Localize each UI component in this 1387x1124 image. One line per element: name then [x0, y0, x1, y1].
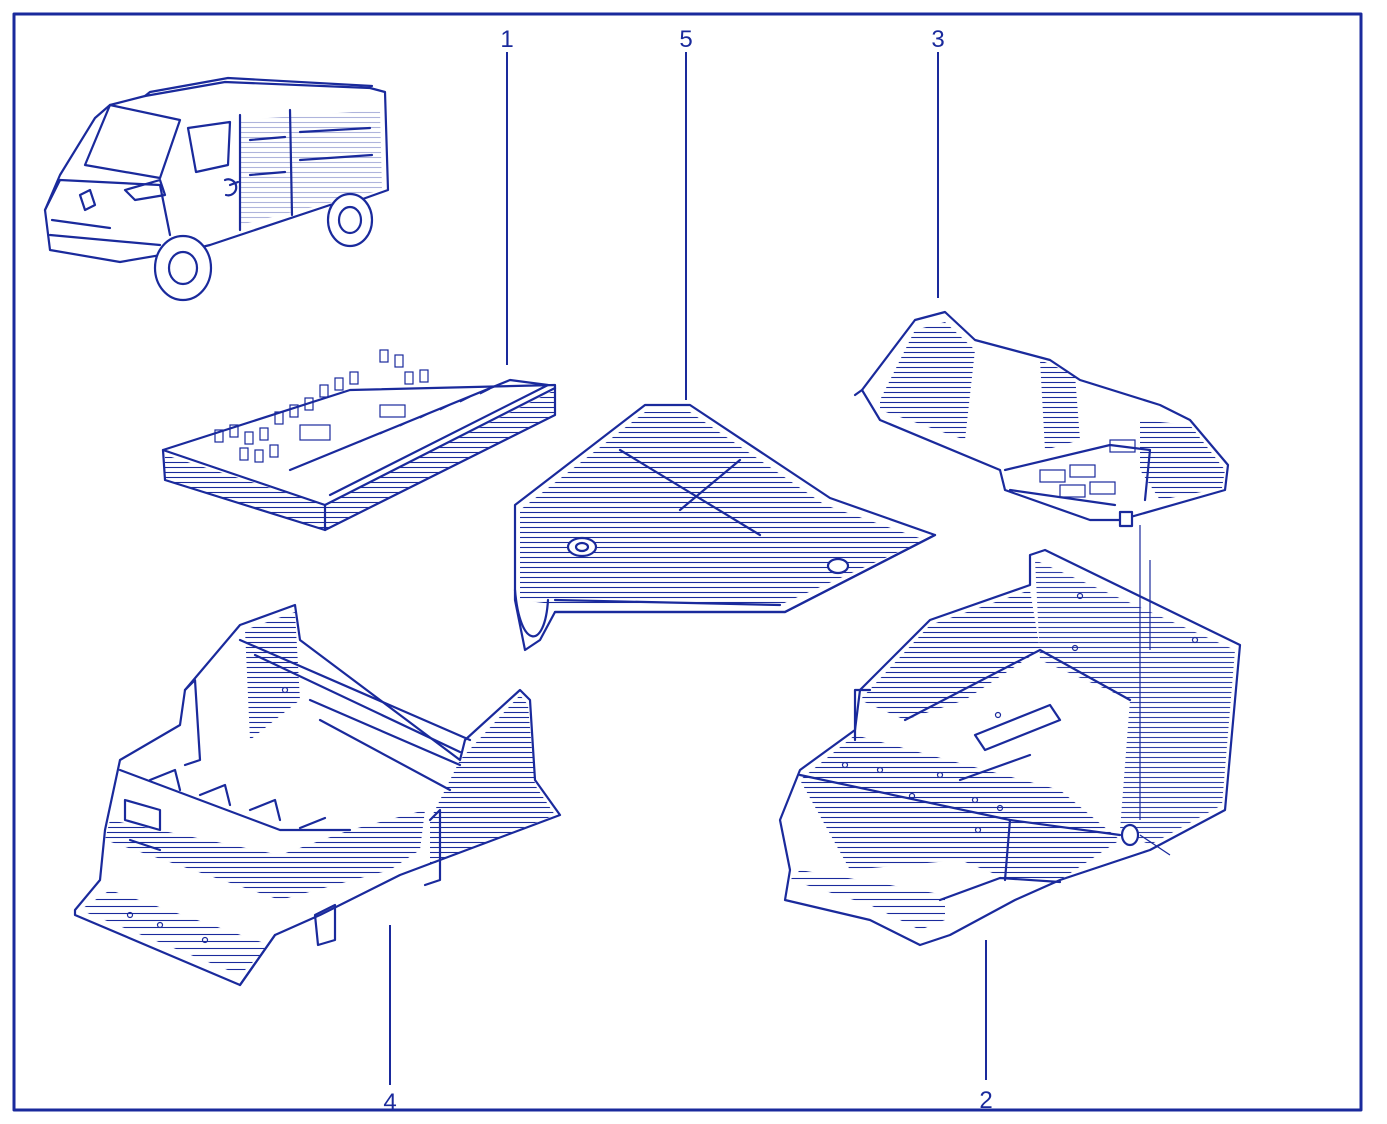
callout-number-2: 2 — [979, 1087, 992, 1114]
fuse-relay-box-icon — [161, 349, 557, 532]
callout-number-1: 1 — [500, 26, 513, 53]
cover-plate-icon — [513, 403, 937, 652]
battery-tray-large-icon — [778, 548, 1242, 947]
diagram-frame — [12, 12, 1363, 1112]
battery-tray-small-icon — [73, 603, 562, 987]
callout-number-4: 4 — [383, 1089, 396, 1116]
callout-number-5: 5 — [679, 26, 692, 53]
callout-number-3: 3 — [931, 26, 944, 53]
van-icon — [43, 76, 390, 302]
mounting-bracket-icon — [853, 310, 1230, 528]
